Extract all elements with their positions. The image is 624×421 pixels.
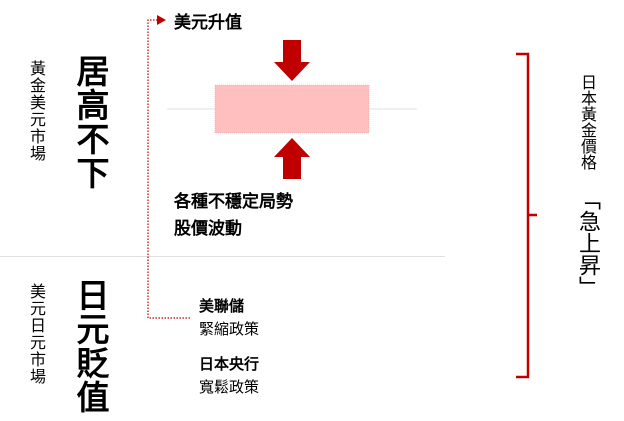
fed-policy: 緊縮政策 (199, 320, 260, 338)
boj-policy: 寬鬆政策 (199, 378, 260, 396)
usd-jpy-market-label: 美元日元市場 (27, 283, 46, 385)
factor-line-1: 各種不穩定局勢 (174, 192, 293, 212)
gold-usd-market-label: 黃金美元市場 (27, 60, 46, 162)
bracket-icon (516, 52, 537, 379)
down-arrow-icon (274, 40, 310, 81)
japan-gold-price-label: 日本黃金價格 (578, 74, 597, 170)
gold-usd-status: 居高不下 (71, 54, 110, 190)
usd-rise-label: 美元升值 (174, 13, 242, 33)
factor-line-2: 股價波動 (174, 219, 242, 239)
usd-jpy-status: 日元貶值 (71, 278, 110, 414)
boj-title: 日本央行 (199, 355, 260, 373)
fed-title: 美聯儲 (199, 297, 245, 315)
section-divider (0, 256, 445, 257)
up-arrow-icon (274, 138, 310, 179)
japan-gold-price-status: 「急上昇」 (575, 188, 600, 298)
